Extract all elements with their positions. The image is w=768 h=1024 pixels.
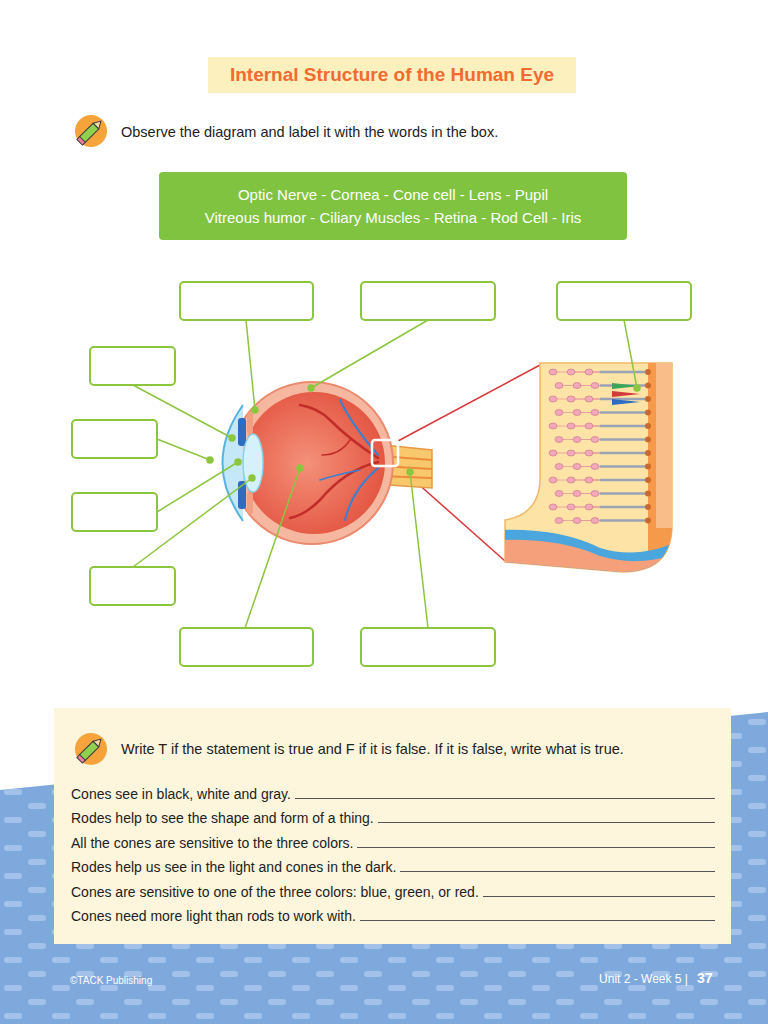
page-title: Internal Structure of the Human Eye bbox=[230, 64, 554, 86]
statement: Rodes help us see in the light and cones… bbox=[71, 859, 396, 875]
leader-lines bbox=[133, 320, 640, 628]
answer-line bbox=[400, 871, 715, 872]
word-list: Optic Nerve - Cornea - Cone cell - Lens … bbox=[169, 183, 617, 206]
instruction-row: Write T if the statement is true and F i… bbox=[121, 739, 715, 757]
retina-zoom bbox=[398, 360, 680, 590]
answer-line bbox=[378, 822, 715, 823]
answer-line bbox=[483, 896, 715, 897]
statement-row: Cones need more light than rods to work … bbox=[71, 900, 715, 925]
statement: Cones need more light than rods to work … bbox=[71, 908, 356, 924]
answer-line bbox=[360, 920, 715, 921]
page-number: 37 bbox=[697, 970, 713, 986]
title-band: Internal Structure of the Human Eye bbox=[208, 57, 576, 93]
word-box: Optic Nerve - Cornea - Cone cell - Lens … bbox=[159, 172, 627, 240]
statement: Cones see in black, white and gray. bbox=[71, 786, 291, 802]
instruction: Write T if the statement is true and F i… bbox=[121, 741, 624, 757]
statement-row: Cones are sensitive to one of the three … bbox=[71, 875, 715, 900]
statement: Rodes help to see the shape and form of … bbox=[71, 810, 374, 826]
pencil-icon bbox=[74, 732, 108, 766]
publisher: ©TACK Publishing bbox=[70, 975, 152, 986]
answer-boxes bbox=[72, 282, 691, 666]
statement: Cones are sensitive to one of the three … bbox=[71, 884, 479, 900]
word-list: Vitreous humor - Ciliary Muscles - Retin… bbox=[169, 206, 617, 229]
statement-row: All the cones are sensitive to the three… bbox=[71, 826, 715, 851]
pencil-icon bbox=[75, 115, 107, 147]
instruction: Observe the diagram and label it with th… bbox=[121, 124, 498, 140]
answer-line bbox=[357, 847, 715, 848]
statement: All the cones are sensitive to the three… bbox=[71, 835, 353, 851]
page-unit: Unit 2 - Week 5 | bbox=[599, 972, 688, 986]
statement-row: Cones see in black, white and gray. bbox=[71, 777, 715, 802]
statement-row: Rodes help us see in the light and cones… bbox=[71, 851, 715, 876]
statement-row: Rodes help to see the shape and form of … bbox=[71, 802, 715, 827]
statement-panel: Write T if the statement is true and F i… bbox=[54, 708, 731, 944]
answer-line bbox=[295, 798, 715, 799]
